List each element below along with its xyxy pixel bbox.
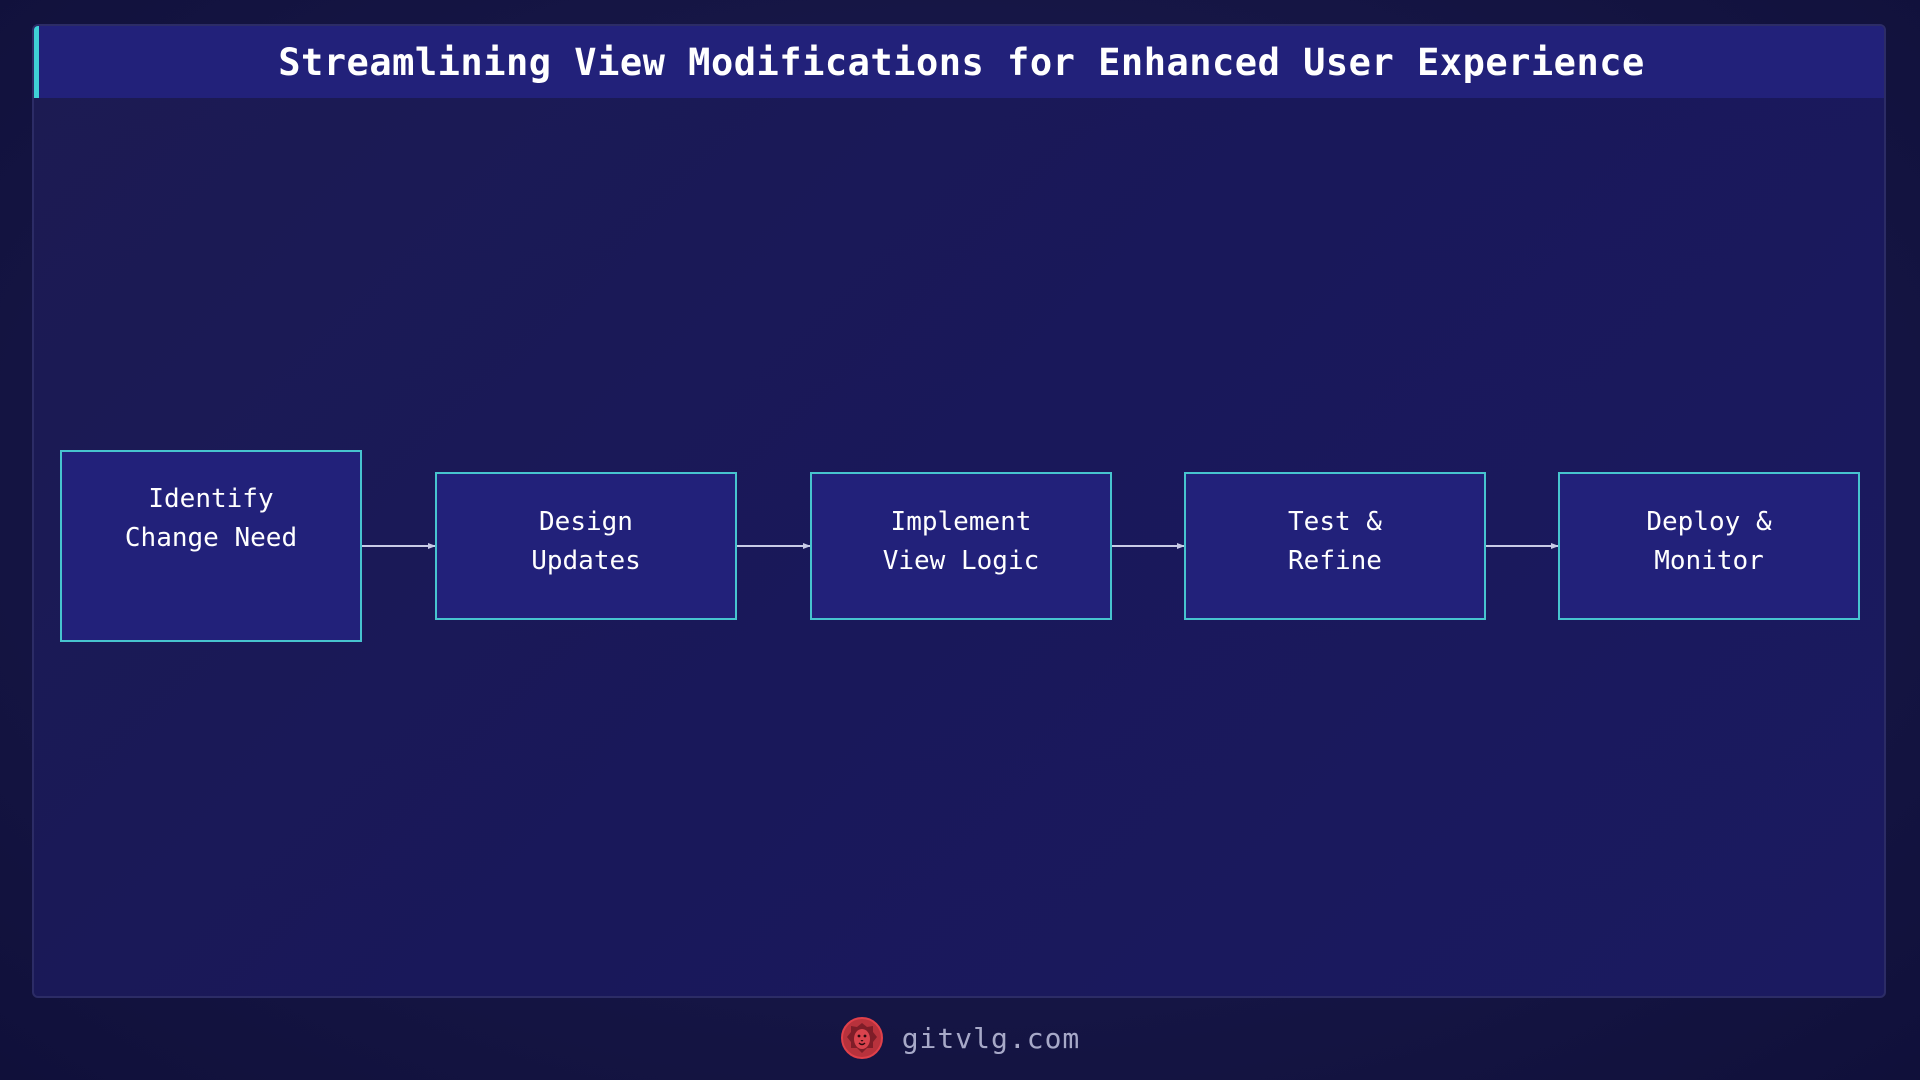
diagram-title: Streamlining View Modifications for Enha… — [278, 40, 1645, 84]
step-test-and-refine: Test & Refine — [1184, 472, 1486, 620]
step-implement-view-logic: Implement View Logic — [810, 472, 1112, 620]
step-design-updates: Design Updates — [435, 472, 737, 620]
footer-site-link[interactable]: gitvlg.com — [901, 1021, 1081, 1055]
footer: gitvlg.com — [0, 1010, 1920, 1066]
title-bar: Streamlining View Modifications for Enha… — [34, 26, 1884, 98]
lion-head-icon — [840, 1017, 883, 1059]
step-deploy-and-monitor: Deploy & Monitor — [1558, 472, 1860, 620]
step-identify-change-need: Identify Change Need — [60, 450, 362, 642]
